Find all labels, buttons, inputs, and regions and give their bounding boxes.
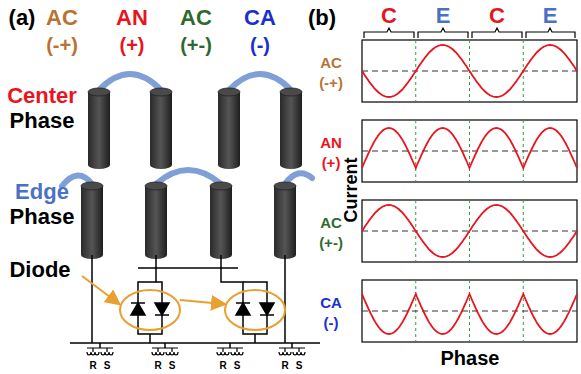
cylinder-body xyxy=(218,92,240,169)
row-label: Phase xyxy=(10,110,75,132)
phase-divider xyxy=(469,280,470,342)
cylinder-body xyxy=(81,186,103,259)
polarity: (-) xyxy=(250,35,270,55)
cylinder-body xyxy=(145,186,167,259)
current-waveform xyxy=(362,294,577,334)
transformer-coil xyxy=(87,352,113,355)
group-name: AN xyxy=(116,7,148,29)
cylinder-top xyxy=(81,182,103,190)
transformer-lead xyxy=(217,348,243,352)
axis-title: Phase xyxy=(441,348,500,368)
transformer-coil xyxy=(152,352,178,355)
plot-frame xyxy=(362,120,577,182)
group-name: AC xyxy=(180,7,212,29)
polarity: (+-) xyxy=(180,35,212,55)
terminal-name: R xyxy=(219,361,226,371)
cylinder-top xyxy=(150,88,172,96)
axis-title: Current xyxy=(342,157,360,222)
plot-frame xyxy=(362,200,577,262)
zero-line xyxy=(362,311,577,312)
cylinder-body xyxy=(274,186,296,259)
current-waveform xyxy=(362,128,577,168)
trace-polarity: (-+) xyxy=(319,75,343,90)
polarity: (-+) xyxy=(46,35,78,55)
transformer-coil xyxy=(217,352,243,355)
transformer-lead xyxy=(279,348,305,352)
transformer-lead xyxy=(87,348,113,352)
panel-label: (a) xyxy=(9,7,36,29)
terminal-name: S xyxy=(234,361,241,371)
transformer-coil xyxy=(279,352,305,355)
terminal-name: R xyxy=(281,361,288,371)
cylinder-top xyxy=(280,88,302,96)
cylinder-body xyxy=(150,92,172,169)
plot-frame xyxy=(362,40,577,102)
group-name: CA xyxy=(244,7,276,29)
zero-line xyxy=(362,151,577,152)
phase-mark: C xyxy=(489,5,505,27)
phase-mark: E xyxy=(436,5,451,27)
trace-polarity: (+-) xyxy=(319,235,343,250)
trace-name: AN xyxy=(320,135,342,150)
row-label: Edge xyxy=(15,181,69,203)
cylinder-top xyxy=(88,88,110,96)
group-name: AC xyxy=(46,7,78,29)
phase-divider xyxy=(469,120,470,182)
trace-polarity: (-) xyxy=(324,315,339,330)
terminal-name: R xyxy=(89,361,96,371)
phase-mark: C xyxy=(381,5,397,27)
row-label: Center xyxy=(7,85,77,107)
polarity: (+) xyxy=(120,35,145,55)
trace-name: AC xyxy=(320,55,342,70)
current-waveform xyxy=(362,205,577,257)
terminal-name: R xyxy=(154,361,161,371)
plot-frame xyxy=(362,280,577,342)
cylinder-body xyxy=(210,186,232,259)
cylinder-body xyxy=(88,92,110,169)
transformer-lead xyxy=(152,348,178,352)
row-label: Phase xyxy=(10,206,75,228)
trace-polarity: (+) xyxy=(322,155,341,170)
panel-label: (b) xyxy=(308,7,336,29)
trace-name: CA xyxy=(320,295,342,310)
part-label: Diode xyxy=(9,259,70,281)
cylinder-top xyxy=(274,182,296,190)
terminal-name: S xyxy=(104,361,111,371)
trace-name: AC xyxy=(320,215,342,230)
cylinder-top xyxy=(218,88,240,96)
terminal-name: S xyxy=(169,361,176,371)
cylinder-body xyxy=(280,92,302,169)
current-waveform xyxy=(362,45,577,97)
cylinder-top xyxy=(210,182,232,190)
phase-mark: E xyxy=(543,5,558,27)
terminal-name: S xyxy=(296,361,303,371)
cylinder-top xyxy=(145,182,167,190)
